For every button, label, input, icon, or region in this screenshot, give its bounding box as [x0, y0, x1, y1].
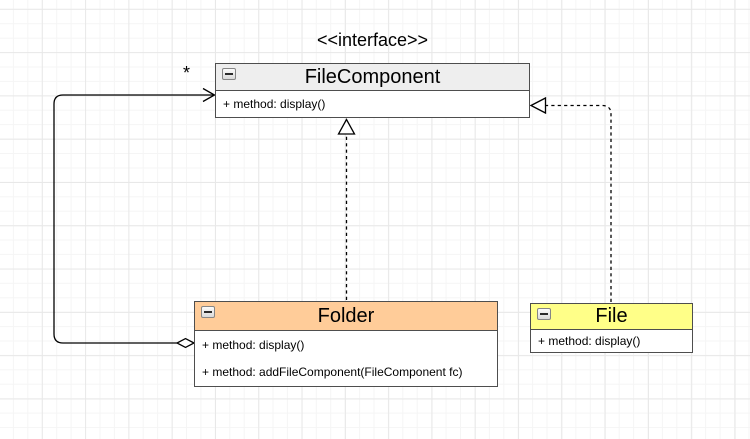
realization-connector-folder-to-filecomponent[interactable] [337, 118, 356, 301]
class-filecomponent-title: FileComponent [304, 65, 441, 88]
minus-icon [225, 73, 233, 75]
minus-icon [540, 313, 548, 315]
class-member-row[interactable]: + method: addFileComponent(FileComponent… [202, 365, 463, 380]
class-file[interactable]: File + method: display() [530, 303, 693, 353]
class-file-header[interactable]: File [531, 304, 692, 330]
multiplicity-label[interactable]: * [183, 63, 191, 83]
class-filecomponent-header[interactable]: FileComponent [216, 64, 529, 91]
class-filecomponent[interactable]: FileComponent + method: display() [215, 63, 530, 118]
aggregation-connector-folder-to-filecomponent[interactable] [53, 87, 216, 349]
minus-icon [204, 311, 212, 313]
class-folder[interactable]: Folder + method: display() + method: add… [194, 301, 498, 387]
class-folder-title: Folder [317, 304, 375, 327]
class-folder-body: + method: display() + method: addFileCom… [195, 331, 497, 386]
class-member-row[interactable]: + method: display() [223, 97, 326, 111]
class-file-title: File [595, 305, 628, 327]
collapse-icon[interactable] [201, 306, 215, 318]
class-member-row[interactable]: + method: display() [538, 334, 641, 348]
interface-stereotype-label[interactable]: <<interface>> [316, 30, 429, 50]
class-file-body: + method: display() [531, 330, 692, 352]
open-arrowhead-icon [202, 87, 216, 103]
collapse-icon[interactable] [222, 68, 236, 80]
realization-edge-line[interactable] [546, 104, 612, 303]
hollow-triangle-arrowhead-icon [337, 118, 356, 135]
hollow-triangle-arrowhead-icon [529, 96, 547, 115]
aggregation-diamond-icon [175, 337, 196, 349]
aggregation-edge-line[interactable] [53, 94, 214, 344]
class-member-row[interactable]: + method: display() [202, 337, 305, 352]
collapse-icon[interactable] [537, 308, 551, 320]
class-filecomponent-body: + method: display() [216, 91, 529, 117]
realization-connector-file-to-filecomponent[interactable] [529, 96, 612, 303]
class-folder-header[interactable]: Folder [195, 302, 497, 331]
